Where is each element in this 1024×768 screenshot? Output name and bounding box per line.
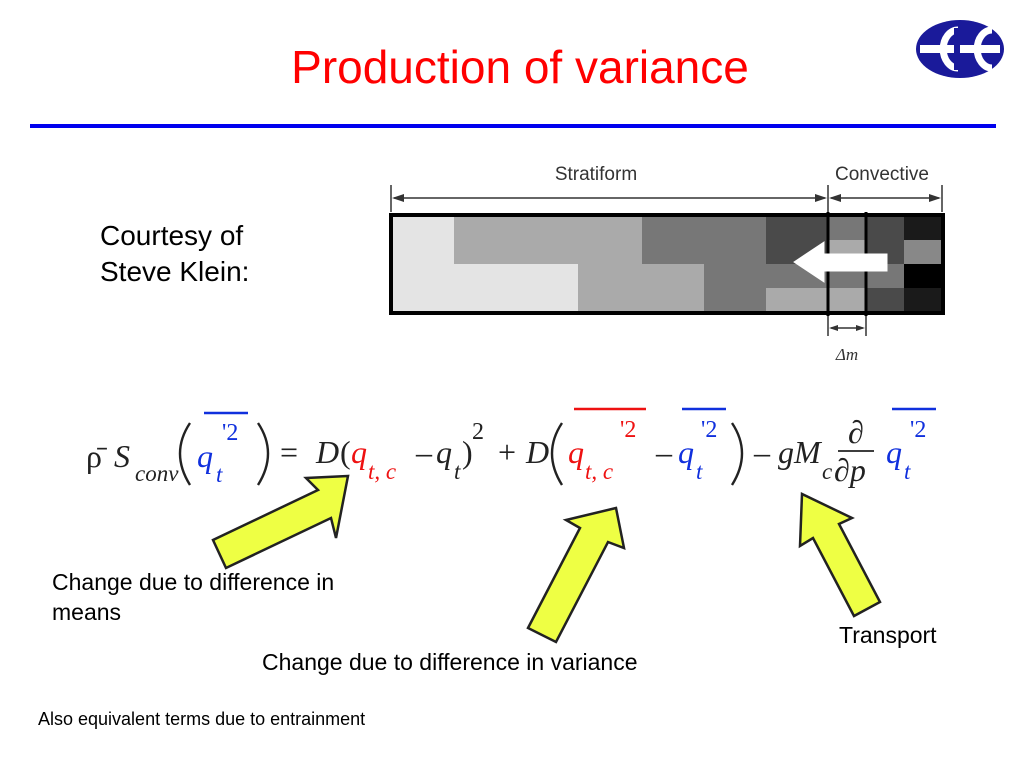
eq-tc1: t, c [368,459,396,484]
label-means-line-1: Change due to difference in [52,569,335,595]
eq-paren-left [178,422,192,486]
eq-conv: conv [135,461,179,486]
eq-t5: t [696,459,703,484]
label-means: Change due to difference in means [52,567,412,627]
eq-q2: q [351,434,367,470]
eq-equals: = [280,434,298,470]
arrow-transport [798,492,882,618]
eq-S: S [114,438,130,474]
cloud-partition-diagram: Stratiform Convective [389,164,945,364]
eq-D1: D [315,434,339,470]
label-variance: Change due to difference in variance [262,649,638,675]
eq-tc2: t, c [585,459,613,484]
variance-equation: ρ̄ S conv q t '2 = D ( q t, c – q t ) 2 … [86,407,936,488]
eq-paren-right-2 [730,422,744,486]
eq-plus: + [498,434,516,470]
eq-open-paren: ( [340,434,351,470]
stratiform-label: Stratiform [555,164,637,185]
eq-sq1: 2 [472,419,484,445]
eq-q4: q [568,434,584,470]
eq-t6: t [904,459,911,484]
courtesy-line-1: Courtesy of [100,220,244,251]
eq-minus2: – [655,434,673,470]
eq-q5: q [678,434,694,470]
eq-paren-left-2 [550,422,564,486]
convective-label: Convective [835,164,929,185]
arrow-variance [526,506,626,644]
ecmwf-logo [916,20,1004,78]
eq-paren-right [256,422,270,486]
label-means-line-2: means [52,599,122,625]
eq-q1: q [197,438,213,474]
mass-flux-arrow [793,241,888,283]
delta-m-label: Δm [835,345,858,364]
eq-q3: q [436,434,452,470]
eq-c: c [822,459,832,484]
label-transport: Transport [839,622,937,648]
footnote: Also equivalent terms due to entrainment [38,709,366,729]
eq-t1: t [216,462,223,487]
eq-dp: ∂p [834,452,866,488]
grid-cells [392,216,942,312]
eq-D2: D [525,434,549,470]
eq-minus1: – [415,434,433,470]
eq-gM: – gM [753,434,823,470]
span-arrows [390,185,943,212]
eq-prime4: '2 [910,417,926,443]
eq-prime2: '2 [620,417,636,443]
eq-t3: t [454,459,461,484]
eq-prime1: '2 [222,420,238,446]
eq-close-paren: ) [462,434,473,470]
courtesy-text: Courtesy of Steve Klein: [100,218,249,290]
eq-partial: ∂ [848,414,864,450]
slide-title: Production of variance [291,41,749,93]
delta-m-marker [827,316,867,336]
title-divider [30,124,996,128]
eq-rho: ρ̄ [86,438,107,474]
grid-frame [389,213,945,315]
eq-q6: q [886,434,902,470]
courtesy-line-2: Steve Klein: [100,256,250,287]
eq-prime3: '2 [701,417,717,443]
